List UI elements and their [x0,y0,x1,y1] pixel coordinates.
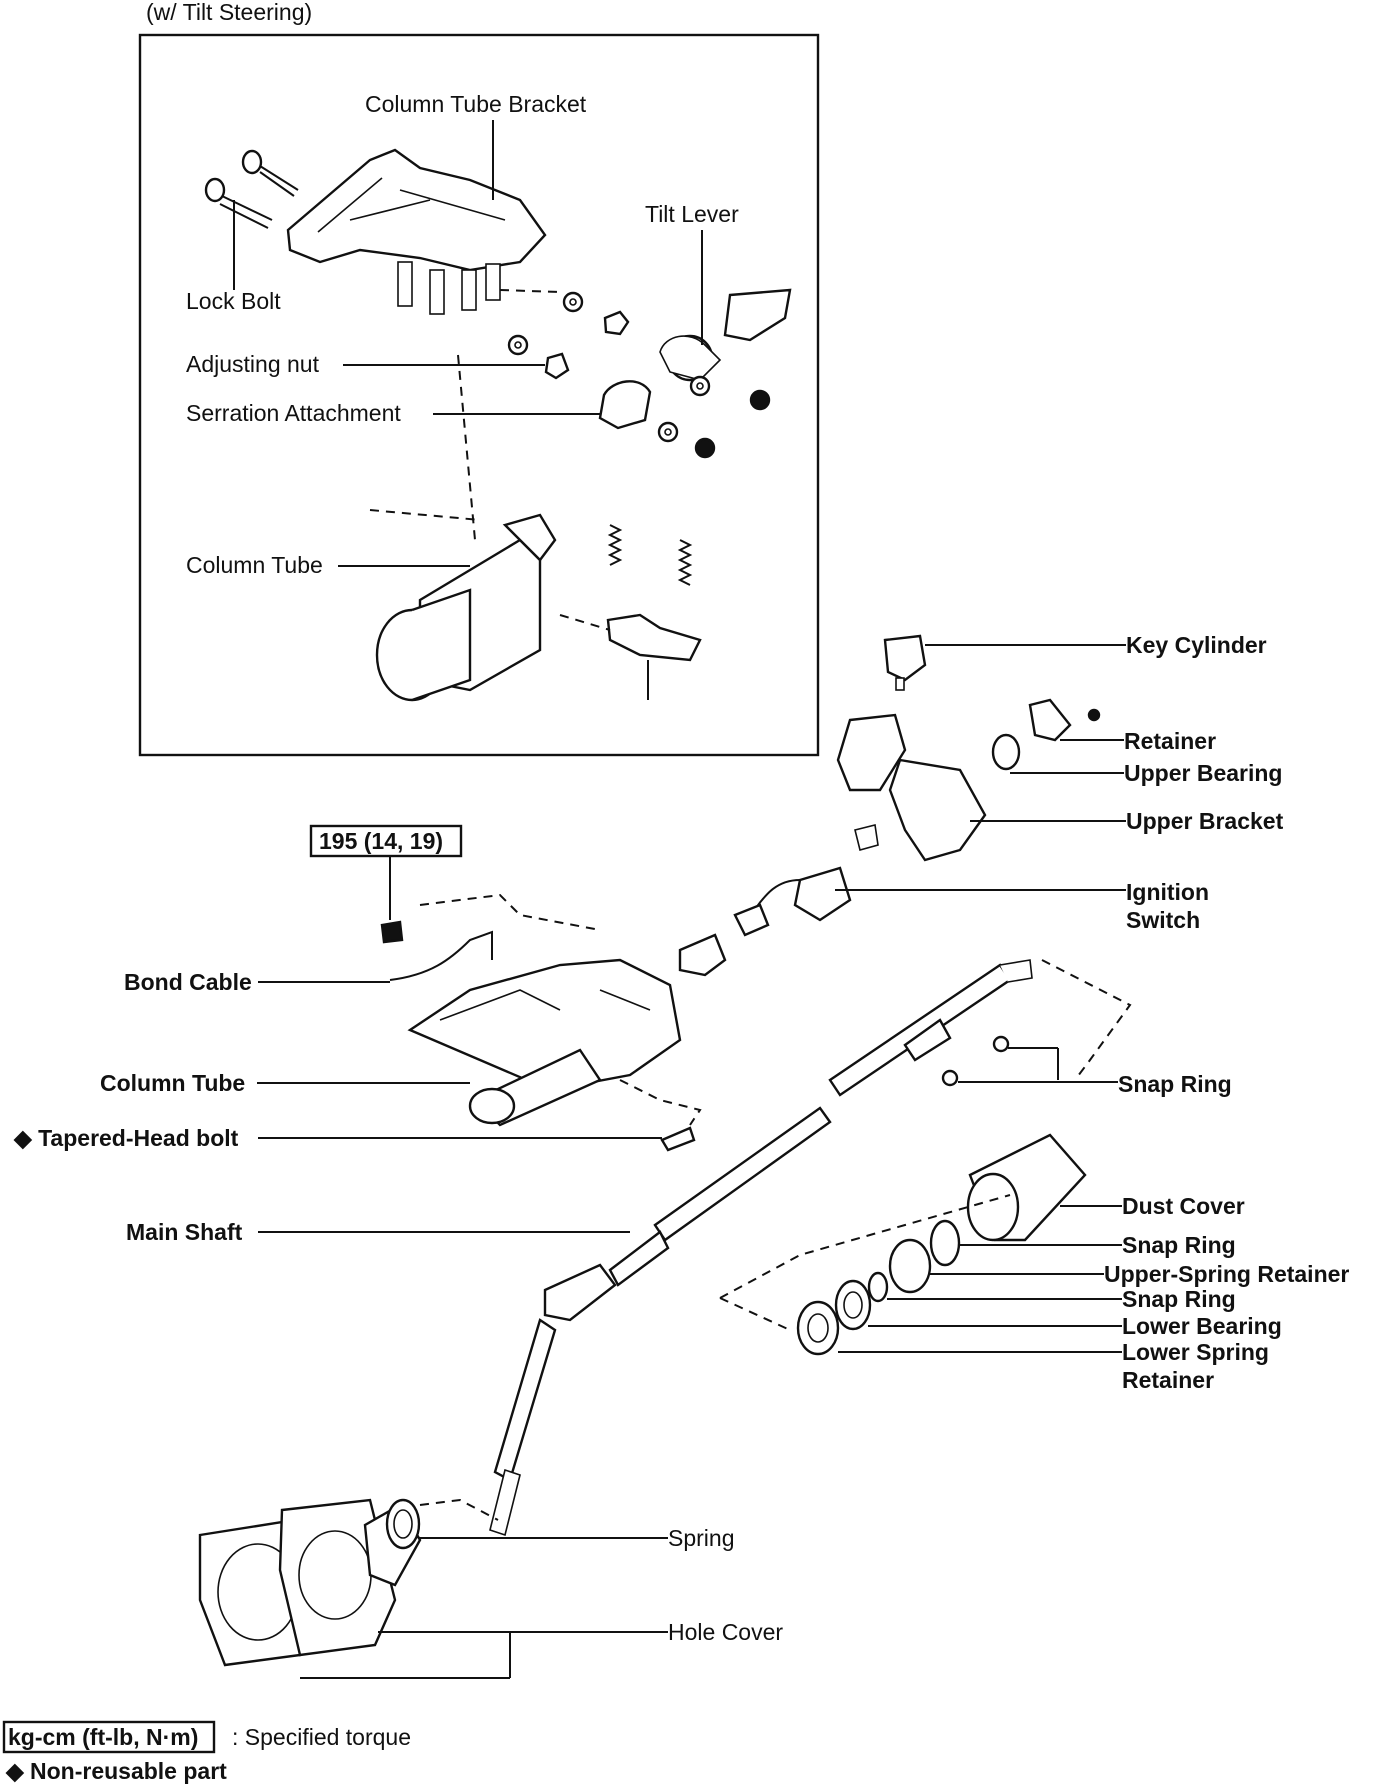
column-tube-main-part [389,930,682,1127]
label-upper-spring-retainer: Upper-Spring Retainer [1104,1261,1349,1287]
lower-bearing-part [834,1279,872,1331]
tapered-head-bolt-part [660,1126,696,1152]
upper-bearing-part [991,733,1021,771]
label-inset-column-tube: Column Tube [186,552,323,578]
label-lower-spring-retainer-2: Retainer [1122,1367,1214,1393]
legend-torque-box [2,1720,216,1754]
label-adjusting-nut: Adjusting nut [186,351,320,377]
tilt-lever-part [659,288,792,382]
main-shaft-part [489,1106,832,1537]
label-lower-bearing: Lower Bearing [1122,1313,1282,1339]
label-snap-ring-1: Snap Ring [1118,1071,1232,1097]
upper-shaft-part [828,959,1033,1097]
label-upper-bearing: Upper Bearing [1124,760,1282,786]
label-column-tube-bracket: Column Tube Bracket [365,91,587,117]
label-ignition-switch-1: Ignition [1126,879,1209,905]
torque-bolt-icon [380,920,404,944]
inset-frame [138,33,820,757]
label-snap-ring-2: Snap Ring [1122,1232,1236,1258]
hole-cover-part [198,1498,422,1667]
label-upper-bracket: Upper Bracket [1126,808,1284,834]
snap-ring-2-part [929,1219,961,1267]
lock-bolt-part [204,149,299,229]
upper-spring-retainer-part [888,1238,932,1294]
retainer-part [1028,698,1101,742]
label-tilt-lever: Tilt Lever [645,201,739,227]
column-tube-bracket-part [286,148,547,315]
key-cylinder-part [883,634,927,691]
label-key-cylinder: Key Cylinder [1126,632,1267,658]
legend-nonreusable-symbol: ◆ [5,1758,25,1784]
dust-cover-part [966,1133,1087,1242]
label-lock-bolt: Lock Bolt [186,288,281,314]
label-serration-attachment: Serration Attachment [186,400,401,426]
label-retainer: Retainer [1124,728,1216,754]
label-ignition-switch-2: Switch [1126,907,1200,933]
label-lower-spring-retainer-1: Lower Spring [1122,1339,1269,1365]
legend-torque-desc: : Specified torque [232,1724,411,1750]
torque-value: 195 (14, 19) [319,828,443,854]
label-hole-cover: Hole Cover [668,1619,783,1645]
label-bond-cable: Bond Cable [124,969,252,995]
lower-spring-retainer-part [796,1300,840,1356]
snap-ring-3-part [867,1271,889,1303]
label-tapered-head-bolt: ◆ Tapered-Head bolt [13,1125,239,1151]
label-main-shaft: Main Shaft [126,1219,243,1245]
legend-torque-unit: kg-cm (ft-lb, N·m) [8,1724,198,1750]
inset-column-tube-part [375,513,702,702]
label-snap-ring-3: Snap Ring [1122,1286,1236,1312]
inset-springs [607,524,693,586]
torque-box [309,824,463,858]
ignition-switch-part [678,824,879,977]
spring-part [385,1498,421,1550]
inset-title: (w/ Tilt Steering) [146,0,312,25]
label-column-tube: Column Tube [100,1070,245,1096]
label-dust-cover: Dust Cover [1122,1193,1245,1219]
label-spring: Spring [668,1525,734,1551]
inset-small-parts [507,291,771,459]
legend-nonreusable-desc: Non-reusable part [30,1758,227,1784]
upper-bracket-part [836,713,987,862]
